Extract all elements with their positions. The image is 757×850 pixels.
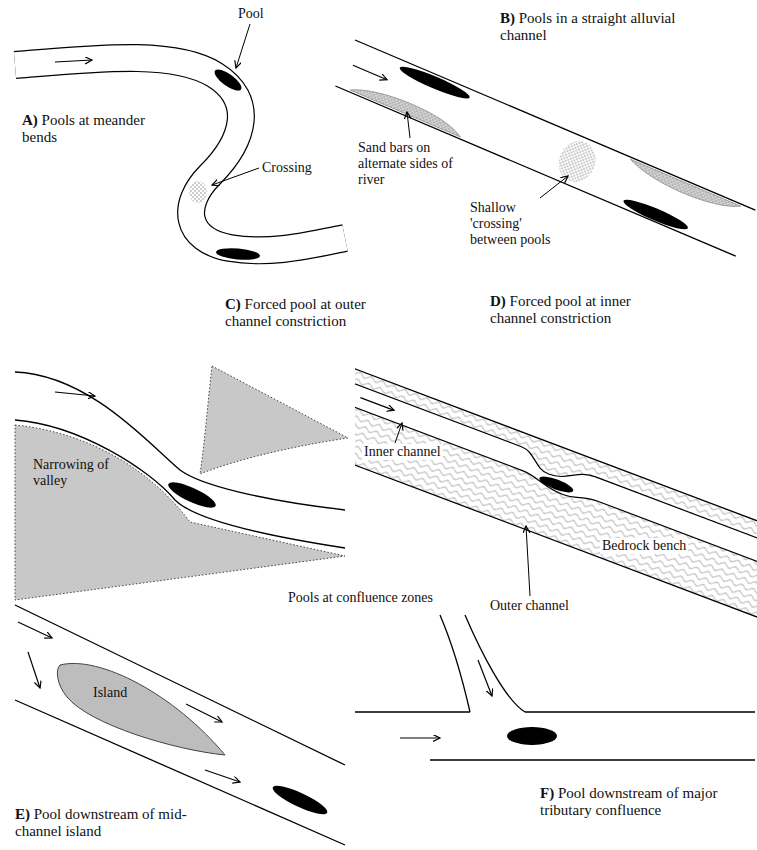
leader-line	[407, 112, 410, 138]
annotation-label: Pools at confluence zones	[288, 590, 433, 606]
meander-channel	[15, 24, 345, 261]
crossing-patch	[189, 181, 207, 203]
pool	[397, 62, 472, 103]
annotation-label: Outer channel	[490, 598, 569, 614]
sand-bar	[350, 80, 465, 137]
panel-title: F) Pool downstream of major tributary co…	[540, 785, 735, 820]
flow-arrow	[478, 660, 492, 696]
leader-line	[395, 423, 402, 443]
flow-arrow	[353, 65, 387, 79]
panel-title: E) Pool downstream of mid-channel island	[15, 806, 205, 841]
straight-channel	[335, 40, 755, 256]
annotation-label: Bedrock bench	[600, 538, 688, 554]
confluence-channel	[355, 615, 755, 760]
leader-line	[212, 168, 259, 185]
island-shape-outline	[55, 655, 230, 760]
flow-arrow	[28, 652, 40, 688]
panel-title: C) Forced pool at outer channel constric…	[225, 296, 390, 331]
flow-arrow	[18, 622, 52, 638]
shape-label: Island	[93, 685, 127, 701]
leader-line	[236, 24, 250, 68]
island-shape: Island	[55, 655, 230, 760]
pool	[621, 195, 690, 233]
flow-arrow	[360, 398, 394, 411]
bedrock-bench	[355, 349, 757, 624]
pool	[538, 473, 575, 495]
pool	[212, 66, 245, 95]
bedrock-channel	[355, 349, 757, 624]
valley-narrowing-outline	[15, 425, 347, 602]
pool	[216, 247, 261, 262]
annotation-label: Inner channel	[362, 444, 443, 460]
annotation-label: Sand bars on alternate sides of river	[358, 140, 453, 188]
flow-arrow	[55, 60, 92, 62]
flow-arrow	[205, 770, 240, 782]
leader-line	[540, 176, 568, 198]
annotation-label: Crossing	[262, 160, 312, 176]
flow-arrow	[186, 704, 222, 722]
panel-title: B) Pools in a straight alluvial channel	[500, 10, 700, 45]
valley-narrowing: Narrowing of valley	[15, 425, 347, 602]
pool	[507, 727, 557, 745]
annotation-label: Pool	[238, 6, 264, 22]
island-channel	[15, 605, 345, 845]
leader-line	[526, 526, 530, 596]
flow-arrow	[55, 392, 95, 396]
crossing-patch	[552, 135, 602, 188]
panel-title: A) Pools at meander bends	[22, 112, 182, 147]
flow-arrow	[400, 737, 440, 738]
panel-title: D) Forced pool at inner channel constric…	[490, 293, 655, 328]
pool	[270, 781, 330, 819]
annotation-label: Shallow 'crossing' between pools	[470, 200, 570, 248]
shape-label: Narrowing of valley	[33, 457, 117, 489]
